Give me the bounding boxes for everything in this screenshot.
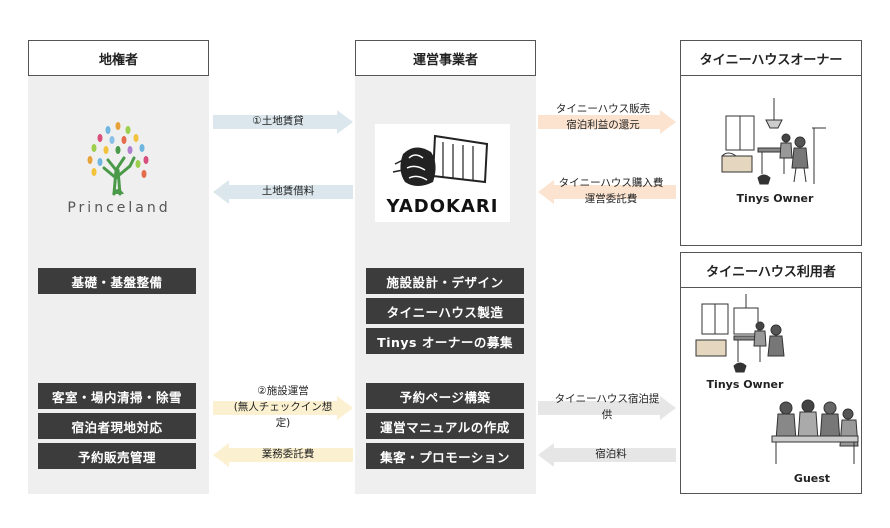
princeland-wordmark: Princeland [67,200,171,216]
arrow-operation [213,396,353,420]
task-design: 施設設計・デザイン [366,268,524,294]
label-purchase-1: タイニーハウス購入費 [558,177,664,189]
operator-header: 運営事業者 [355,40,536,76]
task-booking-management: 予約販売管理 [38,443,196,469]
task-foundation: 基礎・基盤整備 [38,268,196,294]
owner-label-2: Tinys Owner [706,378,784,391]
guest-illustration [770,396,860,466]
owner-header: タイニーハウスオーナー [680,40,862,76]
yadokari-wordmark: YADOKARI [386,196,499,217]
task-owner-recruit: Tinys オーナーの募集 [366,328,524,354]
label-commission: 業務委託費 [261,448,315,460]
landowner-header: 地権者 [28,40,209,76]
arrow-stay [538,396,676,420]
label-stay-2: 供 [601,409,613,421]
task-cleaning: 客室・場内清掃・除雪 [38,383,196,409]
label-stay-1: タイニーハウス宿泊提 [554,393,660,405]
label-sale-2: 宿泊利益の還元 [566,119,640,131]
task-manufacturing: タイニーハウス製造 [366,298,524,324]
user-header: タイニーハウス利用者 [680,252,862,288]
label-land-fee: 土地賃借料 [261,185,315,197]
guest-label: Guest [793,472,831,485]
owner-label-1: Tinys Owner [736,192,814,205]
label-operation-1: ②施設運営 [257,385,309,397]
task-guest-support: 宿泊者現地対応 [38,413,196,439]
yadokari-logo: YADOKARI [375,124,510,222]
arrow-sale [538,110,676,134]
owner-illustration-2 [694,294,806,374]
arrow-land-lease [213,110,353,134]
label-operation-2: (無人チェックイン想 [233,401,333,413]
label-sale-1: タイニーハウス販売 [555,103,651,115]
arrow-land-fee [213,180,353,204]
princeland-tree-logo [78,118,158,196]
label-land-lease: ①土地賃貸 [252,115,304,127]
task-manual: 運営マニュアルの作成 [366,413,524,439]
label-operation-3: 定) [275,417,291,429]
label-purchase-2: 運営委託費 [584,193,638,205]
task-promotion: 集客・プロモーション [366,443,524,469]
arrow-purchase [538,180,676,204]
arrow-commission [213,443,353,467]
task-booking-page: 予約ページ構築 [366,383,524,409]
user-panel [680,252,862,494]
label-stay-fee: 宿泊料 [595,448,627,460]
owner-illustration-1 [718,98,830,188]
arrow-stay-fee [538,443,676,467]
